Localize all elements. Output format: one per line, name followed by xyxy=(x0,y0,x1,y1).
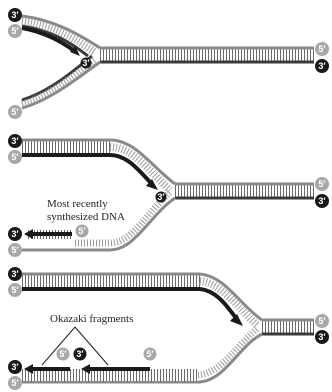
end-5prime: 5′ xyxy=(8,376,22,390)
end-3prime-newstrand: 3′ xyxy=(80,57,92,69)
end-5prime: 5′ xyxy=(8,105,22,119)
duplex-rungs xyxy=(100,48,314,62)
upper-arm-rungs xyxy=(21,17,97,56)
label-most-recent-line2: synthesized DNA xyxy=(47,211,125,223)
svg-text:5′: 5′ xyxy=(318,316,325,326)
svg-text:5′: 5′ xyxy=(11,26,18,36)
lower-template xyxy=(22,196,176,252)
end-5prime-fragment: 5′ xyxy=(75,224,89,238)
end-3prime-newstrand: 3′ xyxy=(155,191,167,203)
label-okazaki-fragments: Okazaki fragments xyxy=(50,313,133,325)
upper-arm-template xyxy=(21,14,101,50)
end-3prime: 3′ xyxy=(315,194,329,208)
end-5prime: 5′ xyxy=(315,177,329,191)
svg-text:3′: 3′ xyxy=(11,10,18,20)
svg-text:3′: 3′ xyxy=(318,196,325,206)
arrowhead-icon xyxy=(230,314,243,326)
end-5prime-fragment: 5′ xyxy=(56,347,70,361)
upper-arm-template2 xyxy=(21,24,89,58)
leading-new-strand xyxy=(22,153,154,186)
svg-text:3′: 3′ xyxy=(318,332,325,342)
svg-text:5′: 5′ xyxy=(59,349,66,359)
svg-text:3′: 3′ xyxy=(11,269,18,279)
end-5prime: 5′ xyxy=(315,42,329,56)
arrowhead-icon xyxy=(24,229,33,239)
panel-1: 3′ 5′ 3′ 5′ 5′ 3′ xyxy=(8,8,329,119)
svg-text:3′: 3′ xyxy=(11,136,18,146)
upper-arm-rungs xyxy=(22,140,112,154)
upper-template-curve xyxy=(109,138,176,186)
arrowhead-icon xyxy=(146,179,158,190)
end-3prime: 3′ xyxy=(8,267,22,281)
svg-text:5′: 5′ xyxy=(318,44,325,54)
leading-new-strand xyxy=(22,287,238,320)
end-3prime-fragment: 3′ xyxy=(73,347,87,361)
panel-2: Most recently synthesized DNA 3′ 5′ 3′ 3… xyxy=(8,134,329,257)
lower-rungs xyxy=(75,189,173,247)
svg-text:3′: 3′ xyxy=(318,61,325,71)
end-3prime: 3′ xyxy=(8,8,22,22)
panel-3: Okazaki fragments 3′ 5′ 5′ 3′ 5′ 3′ xyxy=(8,267,329,390)
pointer-line xyxy=(41,326,76,366)
end-5prime: 5′ xyxy=(8,283,22,297)
end-5prime-fragment: 5′ xyxy=(143,347,157,361)
svg-text:5′: 5′ xyxy=(11,152,18,162)
svg-text:5′: 5′ xyxy=(146,349,153,359)
end-5prime: 5′ xyxy=(8,24,22,38)
upper-arm-rungs xyxy=(22,274,202,288)
duplex-rungs xyxy=(262,320,314,334)
svg-text:5′: 5′ xyxy=(318,179,325,189)
svg-text:5′: 5′ xyxy=(11,245,18,255)
upper-template-curve xyxy=(199,272,263,322)
svg-text:5′: 5′ xyxy=(11,285,18,295)
svg-text:3′: 3′ xyxy=(157,192,164,202)
arrowhead-icon xyxy=(70,46,80,56)
svg-text:5′: 5′ xyxy=(78,226,85,236)
svg-text:3′: 3′ xyxy=(76,349,83,359)
svg-text:5′: 5′ xyxy=(11,107,18,117)
end-3prime: 3′ xyxy=(315,59,329,73)
upper-rungs-curve xyxy=(199,277,261,329)
end-3prime: 3′ xyxy=(315,330,329,344)
arrowhead-icon xyxy=(81,364,90,374)
lower-rungs-curve xyxy=(197,325,261,379)
label-most-recent-line1: Most recently xyxy=(47,198,108,210)
duplex-rungs xyxy=(175,184,314,198)
lower-arm-rungs xyxy=(22,369,198,381)
end-3prime: 3′ xyxy=(8,134,22,148)
end-5prime: 5′ xyxy=(315,314,329,328)
lower-arm-template xyxy=(21,60,101,110)
end-5prime: 5′ xyxy=(8,150,22,164)
svg-text:3′: 3′ xyxy=(11,362,18,372)
arrowhead-icon xyxy=(24,364,33,374)
end-3prime: 3′ xyxy=(8,360,22,374)
lower-template xyxy=(22,332,263,384)
pointer-line xyxy=(74,326,109,366)
end-5prime: 5′ xyxy=(8,243,22,257)
svg-text:5′: 5′ xyxy=(11,378,18,388)
svg-text:3′: 3′ xyxy=(11,229,18,239)
upper-rungs-curve xyxy=(109,143,173,193)
svg-text:3′: 3′ xyxy=(82,58,89,68)
end-3prime: 3′ xyxy=(8,227,22,241)
